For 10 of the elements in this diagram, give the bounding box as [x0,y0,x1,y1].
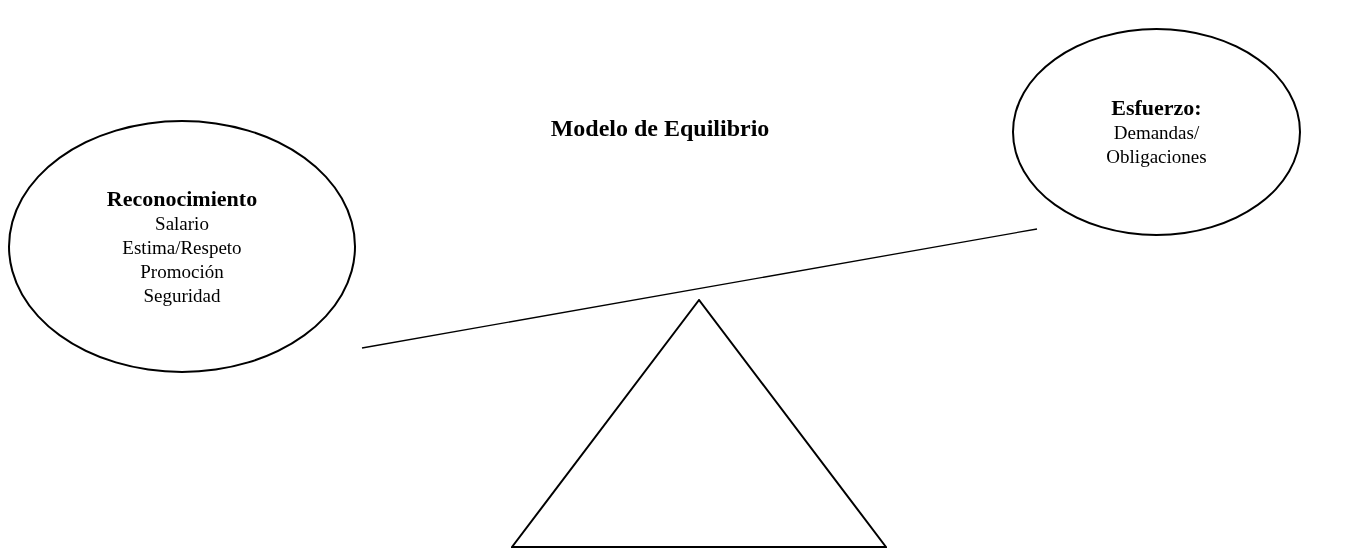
connector-line [361,228,1038,349]
node-text: Demandas/ Obligaciones [1105,121,1208,169]
node-text: Salario [155,211,209,236]
node-text: Promoción [140,259,224,284]
node-text: Seguridad [143,283,221,308]
triangle-shape [511,299,887,548]
diagram-title: Modelo de Equilibrio [549,114,771,143]
node-heading: Esfuerzo: [1111,95,1202,121]
node-heading: Reconocimiento [106,185,258,212]
node-text: Estima/Respeto [122,235,242,260]
